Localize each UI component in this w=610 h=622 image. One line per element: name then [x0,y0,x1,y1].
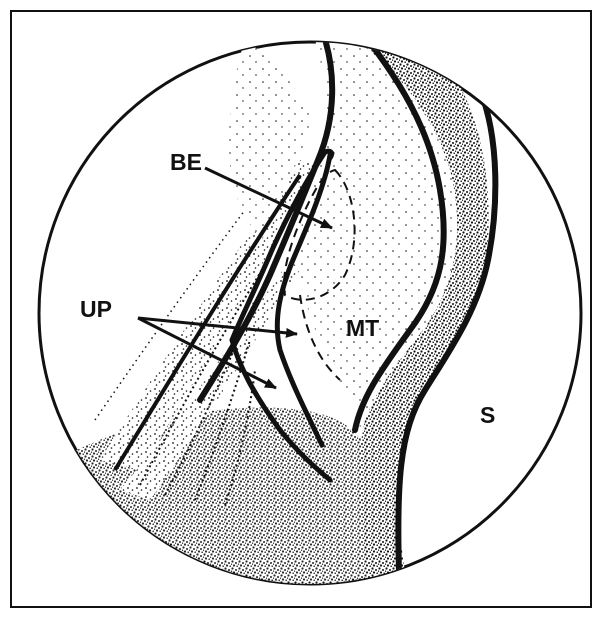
label-s: S [480,402,495,428]
label-up: UP [80,296,112,322]
label-mt: MT [346,315,379,341]
label-be: BE [170,149,202,175]
